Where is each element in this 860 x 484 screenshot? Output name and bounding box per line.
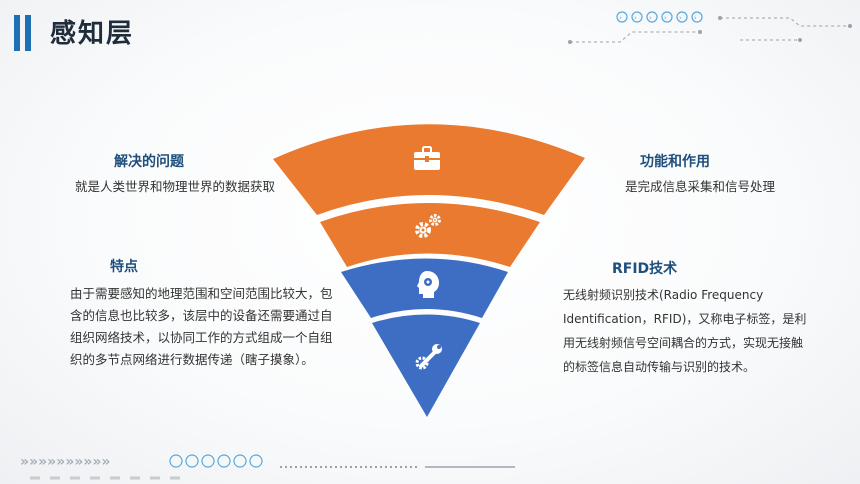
svg-text:›: › bbox=[664, 14, 667, 22]
head-gears-icon bbox=[417, 271, 439, 298]
svg-text:›: › bbox=[649, 14, 652, 22]
function-title: 功能和作用 bbox=[640, 154, 710, 170]
svg-text:›: › bbox=[694, 14, 697, 22]
problem-title: 解决的问题 bbox=[114, 154, 184, 170]
svg-text:›: › bbox=[619, 14, 622, 22]
svg-text:›: › bbox=[679, 14, 682, 22]
page-title: 感知层 bbox=[50, 19, 135, 49]
feature-title: 特点 bbox=[110, 259, 138, 275]
function-text: 是完成信息采集和信号处理 bbox=[625, 179, 776, 194]
rfid-title: RFID技术 bbox=[612, 261, 678, 277]
feature-text: 由于需要感知的地理范围和空间范围比较大，包含的信息也比较多，该层中的设备还需要通… bbox=[70, 286, 333, 367]
svg-text:›: › bbox=[634, 14, 637, 22]
title-accent-bars bbox=[14, 15, 36, 51]
rfid-text: 无线射频识别技术(Radio Frequency Identification，… bbox=[563, 288, 807, 374]
svg-text:»»»»»»»»»»: »»»»»»»»»» bbox=[20, 454, 110, 470]
wrench-gear-icon bbox=[415, 344, 442, 370]
problem-text: 就是人类世界和物理世界的数据获取 bbox=[75, 179, 276, 194]
funnel-segment-4 bbox=[372, 314, 480, 417]
briefcase-icon bbox=[414, 146, 440, 170]
funnel-segment-2 bbox=[320, 203, 540, 267]
gears-icon bbox=[415, 214, 441, 238]
